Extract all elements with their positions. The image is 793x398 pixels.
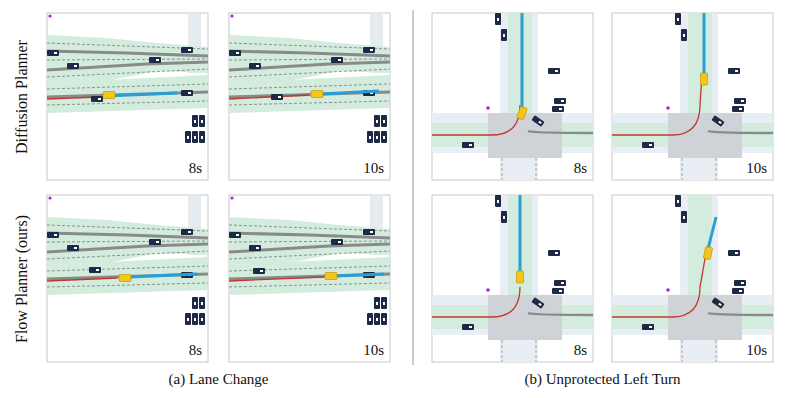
subfigure-caption: (b) Unprotected Left Turn [524, 371, 680, 388]
time-label: 8s [188, 342, 203, 359]
time-label: 10s [362, 160, 385, 177]
time-label: 10s [745, 342, 768, 359]
time-label: 8s [188, 160, 203, 177]
row-label: Diffusion Planner [13, 40, 31, 154]
row-label: Flow Planner (ours) [13, 215, 31, 343]
time-label: 10s [362, 342, 385, 359]
time-label: 10s [745, 160, 768, 177]
time-label: 8s [573, 342, 588, 359]
subfigure-caption: (a) Lane Change [169, 371, 269, 388]
time-label: 8s [573, 160, 588, 177]
